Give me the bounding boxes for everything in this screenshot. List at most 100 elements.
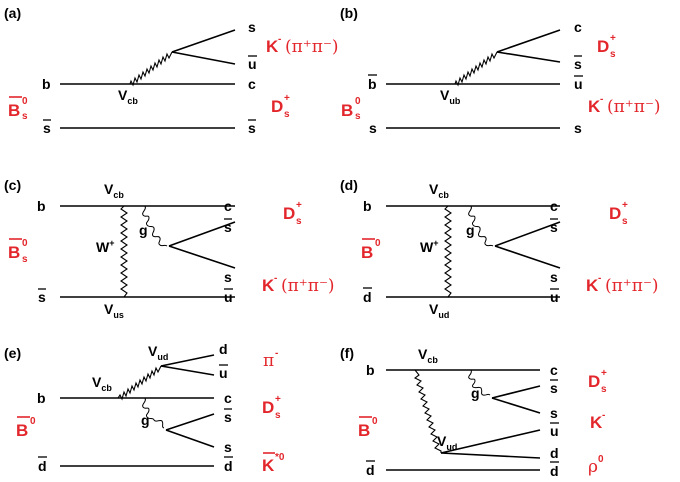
svg-text:D: D: [271, 97, 283, 116]
svg-text:+: +: [275, 394, 281, 405]
quark-sbar: s: [248, 120, 256, 136]
svg-text:s: s: [22, 111, 28, 122]
svg-text:B: B: [16, 421, 28, 440]
quark-b: b: [37, 198, 46, 214]
svg-text:+: +: [284, 93, 290, 104]
svg-text:s: s: [275, 410, 281, 421]
w-boson: [117, 365, 162, 401]
quark-ubar: u: [574, 76, 583, 92]
quark-s: s: [550, 269, 558, 285]
svg-text:s: s: [355, 111, 361, 122]
panel-c-label: (c): [4, 177, 21, 193]
panel-e: (e) b d Vud Vcb g d u c s s d B 0 π -: [4, 341, 285, 475]
quark-sbar: s: [224, 409, 232, 425]
svg-text:-: -: [274, 273, 277, 284]
vertex-top-label: Vud: [148, 343, 168, 362]
gluon: [468, 205, 494, 247]
quark-sbar: s: [38, 289, 46, 305]
panel-e-label: (e): [4, 345, 21, 361]
w-label: W+: [420, 238, 438, 255]
product-ds: D + s: [283, 200, 302, 227]
svg-text:ρ: ρ: [588, 457, 598, 477]
w-boson: [129, 51, 173, 87]
svg-text:D: D: [283, 204, 295, 223]
gluon-label: g: [139, 222, 148, 238]
gluon-label: g: [471, 385, 480, 401]
panel-a-label: (a): [4, 5, 21, 21]
s-line: [165, 429, 215, 448]
svg-text:0: 0: [22, 238, 28, 249]
svg-text:s: s: [284, 109, 290, 120]
product-ds: D + s: [271, 93, 290, 120]
quark-c: c: [224, 198, 232, 214]
quark-s: s: [248, 19, 256, 35]
vertex-bottom-label: Vud: [437, 433, 457, 452]
panel-d: (d) b d Vcb Vud W+ g c s s u B 0 D + s K: [340, 177, 659, 320]
svg-text:D: D: [262, 398, 274, 417]
svg-text:+: +: [610, 33, 616, 44]
quark-d: d: [550, 445, 559, 461]
w-boson: [444, 205, 452, 298]
quark-s: s: [550, 405, 558, 421]
ubar-line: [171, 51, 236, 65]
quark-b: b: [42, 76, 51, 92]
svg-text:s: s: [610, 49, 616, 60]
quark-c: c: [550, 362, 558, 378]
product-pion: π -: [263, 348, 278, 371]
svg-text:s: s: [22, 254, 28, 265]
s-line: [171, 29, 236, 53]
quark-sbar: s: [550, 219, 558, 235]
svg-text:D: D: [597, 37, 609, 56]
svg-text:D: D: [588, 372, 600, 391]
svg-text:0: 0: [598, 454, 604, 465]
quark-s: s: [224, 439, 232, 455]
svg-text:0: 0: [355, 96, 361, 107]
s-line: [168, 245, 236, 269]
product-kstar: K *0: [262, 452, 285, 475]
sbar-line: [496, 51, 561, 63]
product-kaon: K - (π⁺π⁻): [588, 94, 661, 117]
quark-c: c: [550, 198, 558, 214]
meson-bsbar: B 0 s: [8, 96, 28, 122]
quark-c: c: [224, 390, 232, 406]
svg-text:-: -: [600, 94, 603, 105]
c-line: [496, 29, 561, 53]
panel-f-label: (f): [340, 345, 354, 361]
svg-text:K: K: [588, 97, 601, 116]
quark-b: b: [366, 362, 375, 378]
w-boson: [454, 51, 498, 87]
gluon: [142, 205, 168, 247]
quark-sbar: s: [550, 380, 558, 396]
w-boson: [413, 369, 442, 453]
vertex-label: Vub: [440, 87, 461, 106]
sbar-line: [165, 413, 215, 431]
product-kaon: K - (π⁺π⁻): [586, 273, 659, 296]
d-line: [440, 452, 541, 459]
sbar-line: [168, 221, 236, 247]
svg-text:0: 0: [372, 416, 378, 427]
meson-bbar: B 0: [358, 416, 378, 440]
panel-b: (b) b s Vub c s u s B 0 s D + s K - (π⁺π…: [340, 5, 661, 136]
sbar-line: [494, 221, 561, 247]
svg-text:(π⁺π⁻): (π⁺π⁻): [605, 276, 659, 296]
panel-a: (a) b s Vcb s u c s B 0 s K - (π⁺π⁻) D +…: [4, 5, 339, 136]
svg-text:D: D: [609, 204, 621, 223]
product-ds: D + s: [262, 394, 281, 421]
vertex-label: Vcb: [118, 87, 138, 106]
quark-dbar: d: [363, 289, 372, 305]
svg-text:0: 0: [375, 238, 381, 249]
product-kaon: K - (π⁺π⁻): [262, 273, 335, 296]
s-line: [491, 397, 541, 414]
vertex-top-label: Vcb: [104, 181, 124, 200]
svg-text:B: B: [361, 243, 373, 262]
quark-s: s: [574, 120, 582, 136]
w-boson: [120, 205, 128, 298]
meson-bbar: B 0: [361, 238, 381, 262]
svg-text:B: B: [341, 101, 353, 120]
svg-text:K: K: [266, 37, 279, 56]
product-kaon: K - (π⁺π⁻): [266, 34, 339, 57]
sbar-line: [491, 385, 541, 399]
vertex-bottom-label: Vus: [104, 301, 124, 320]
gluon: [468, 369, 491, 396]
vertex-top-label: Vcb: [429, 181, 449, 200]
